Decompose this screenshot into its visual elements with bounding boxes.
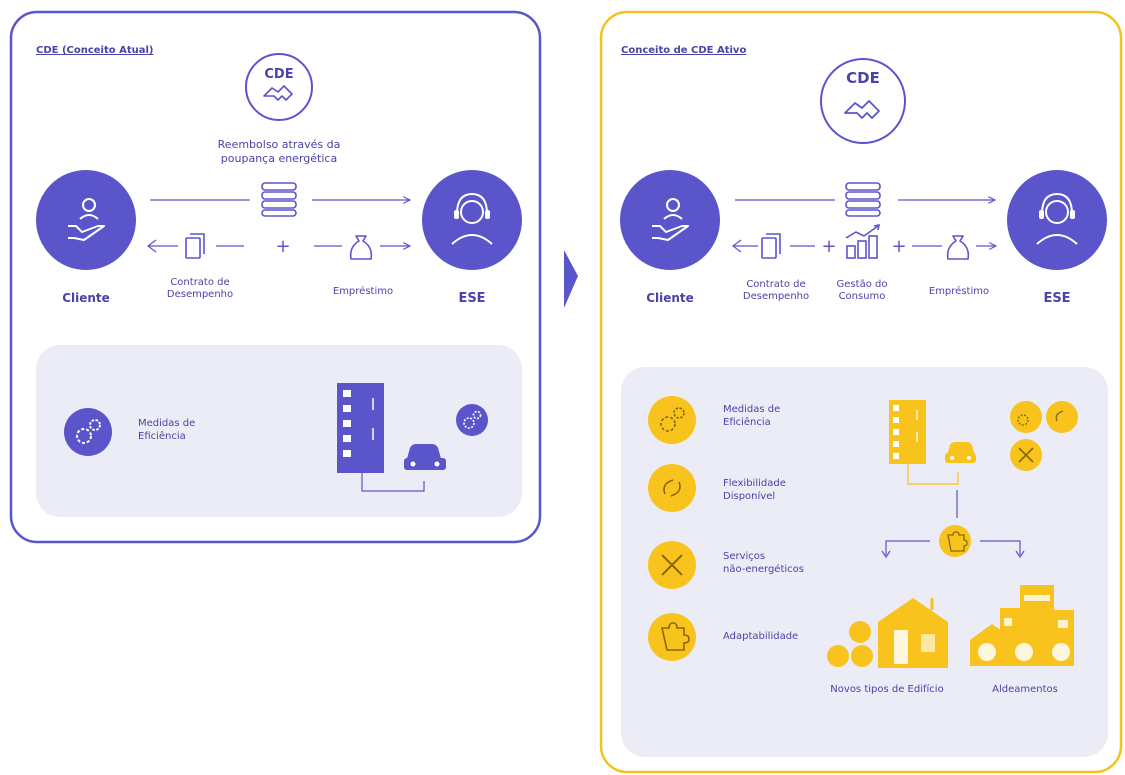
- transition-chevron: [564, 250, 578, 308]
- feature-tools-icon: [648, 541, 696, 589]
- right-ese-agent-icon: [1007, 170, 1107, 270]
- left-loan-label: Empréstimo: [332, 286, 394, 297]
- settlements-label: Aldeamentos: [992, 684, 1058, 695]
- right-car-icon: [945, 442, 976, 463]
- left-client-icon: [36, 170, 136, 270]
- svg-text:+: +: [891, 236, 906, 257]
- left-small-gears-icon: [456, 404, 488, 436]
- feature-label-line1: Flexibilidade: [723, 478, 786, 489]
- right-panel-title: Conceito de CDE Ativo: [621, 45, 747, 56]
- right-contract-line1: Contrato de: [746, 279, 806, 290]
- left-coins-icon: [261, 182, 297, 217]
- svg-text:+: +: [275, 236, 290, 257]
- right-client-icon: [620, 170, 720, 270]
- svg-text:+: +: [821, 236, 836, 257]
- right-contract-line2: Desempenho: [742, 291, 810, 302]
- feature-flex-arrows-icon: [648, 464, 696, 512]
- left-contract-line1: Contrato de: [170, 277, 230, 288]
- left-contract-icon: [185, 233, 205, 259]
- right-cde-handshake-icon: [820, 58, 906, 144]
- feature-label-line1: Medidas de: [723, 404, 781, 415]
- right-flex-badge-icon: [1046, 401, 1078, 433]
- house-gears-badge-icon: [827, 645, 849, 667]
- left-ese-agent-icon: [422, 170, 522, 270]
- right-client-label: Cliente: [646, 291, 694, 305]
- left-car-icon: [404, 444, 446, 470]
- new-buildings-label: Novos tipos de Edifício: [830, 684, 944, 695]
- right-consumption-line2: Consumo: [838, 291, 886, 302]
- feature-gears-icon: [648, 396, 696, 444]
- left-measures-panel: [36, 345, 522, 517]
- new-building-house-icon: [878, 598, 948, 668]
- right-consumption-line1: Gestão do: [836, 279, 888, 290]
- left-reimbursement-line2: poupança energética: [220, 152, 338, 165]
- left-measures-line1: Medidas de: [138, 418, 196, 429]
- right-loan-label: Empréstimo: [928, 286, 990, 297]
- settlement-buildings-icon: [970, 585, 1074, 666]
- left-reimbursement-line1: Reembolso através da: [217, 138, 341, 151]
- left-ese-label: ESE: [458, 291, 486, 306]
- right-contract-icon: [761, 233, 781, 259]
- feature-label-line1: Serviços: [723, 551, 766, 562]
- left-cde-handshake-icon: [245, 53, 313, 121]
- left-contract-line2: Desempenho: [166, 289, 234, 300]
- left-client-label: Cliente: [62, 291, 110, 305]
- left-moneybag-icon: [349, 235, 373, 260]
- right-gears-badge-icon: [1010, 401, 1042, 433]
- right-moneybag-icon: [946, 235, 970, 260]
- right-building-icon: [889, 400, 926, 464]
- left-panel-title: CDE (Conceito Atual): [36, 45, 154, 56]
- left-measures-line2: Eficiência: [138, 431, 186, 442]
- feature-label-line1: Adaptabilidade: [723, 631, 799, 642]
- right-ese-label: ESE: [1043, 291, 1071, 306]
- left-cde-label: CDE: [264, 67, 294, 82]
- right-consumption-chart-icon: [845, 223, 881, 259]
- right-puzzle-hub-icon: [939, 525, 971, 557]
- feature-label-line2: Eficiência: [723, 417, 771, 428]
- house-tools-badge-icon: [851, 645, 873, 667]
- feature-label-line2: não-energéticos: [723, 564, 804, 575]
- feature-label-line2: Disponível: [723, 491, 776, 502]
- right-coins-icon: [845, 182, 881, 217]
- house-flex-badge-icon: [849, 621, 871, 643]
- feature-puzzle-icon: [648, 613, 696, 661]
- right-cde-label: CDE: [846, 69, 880, 87]
- left-building-icon: [337, 383, 384, 473]
- right-tools-badge-icon: [1010, 439, 1042, 471]
- left-gears-icon: [64, 408, 112, 456]
